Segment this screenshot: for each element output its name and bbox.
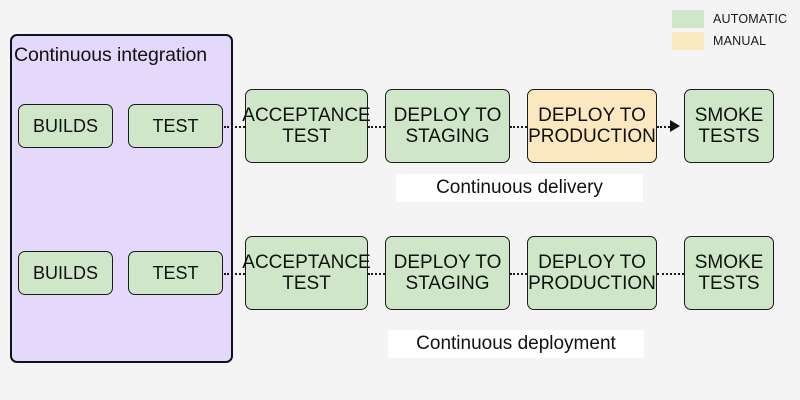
node-test-deployment[interactable]: TEST (128, 251, 223, 295)
node-label-line1: DEPLOY TO (393, 104, 502, 126)
node-label: DEPLOY TO STAGING (394, 105, 502, 148)
node-label-line2: TEST (282, 126, 331, 147)
node-deploy-to-staging-delivery[interactable]: DEPLOY TO STAGING (385, 89, 510, 163)
automatic-swatch (672, 10, 704, 28)
node-label-line2: PRODUCTION (528, 126, 656, 147)
connector-acceptance-to-staging-deployment (368, 273, 385, 275)
node-label-line2: STAGING (405, 273, 490, 294)
node-deploy-to-production-deployment[interactable]: DEPLOY TO PRODUCTION (527, 236, 657, 310)
manual-swatch (672, 32, 704, 50)
node-builds-delivery[interactable]: BUILDS (18, 104, 113, 148)
node-label-line1: DEPLOY TO (393, 251, 502, 273)
connector-production-to-smoke-delivery (657, 126, 670, 128)
node-label-line2: STAGING (405, 126, 490, 147)
node-label: TEST (152, 115, 199, 136)
node-label: BUILDS (32, 115, 99, 136)
node-label-line2: TESTS (698, 273, 760, 294)
node-label: DEPLOY TO PRODUCTION (528, 252, 656, 295)
connector-ci-to-acceptance-delivery (224, 126, 245, 128)
node-label-line2: TEST (282, 273, 331, 294)
connector-acceptance-to-staging-delivery (368, 126, 385, 128)
node-label: DEPLOY TO STAGING (394, 252, 502, 295)
node-label-line1: ACCEPTANCE (242, 251, 371, 273)
node-label: ACCEPTANCE TEST (242, 105, 370, 148)
node-acceptance-test-deployment[interactable]: ACCEPTANCE TEST (242, 236, 371, 310)
node-label-line2: TESTS (698, 126, 760, 147)
node-builds-deployment[interactable]: BUILDS (18, 251, 113, 295)
node-deploy-to-production-delivery[interactable]: DEPLOY TO PRODUCTION (527, 89, 657, 163)
node-label: ACCEPTANCE TEST (242, 252, 370, 295)
connector-staging-to-production-deployment (510, 273, 527, 275)
node-label: SMOKE TESTS (695, 252, 764, 295)
connector-production-to-smoke-deployment (657, 273, 684, 275)
band-label-continuous-delivery: Continuous delivery (396, 174, 643, 202)
node-label: BUILDS (32, 262, 99, 283)
arrow-head-icon (670, 120, 680, 132)
node-smoke-tests-delivery[interactable]: SMOKE TESTS (684, 89, 774, 163)
node-label: SMOKE TESTS (695, 105, 764, 148)
legend-label-automatic: AUTOMATIC (713, 12, 788, 26)
legend-label-manual: MANUAL (713, 34, 767, 48)
legend-item-manual: MANUAL (672, 30, 792, 52)
node-label-line2: PRODUCTION (528, 273, 656, 294)
continuous-integration-title: Continuous integration (14, 44, 207, 66)
legend-item-automatic: AUTOMATIC (672, 8, 792, 30)
connector-staging-to-production-delivery (510, 126, 527, 128)
node-test-delivery[interactable]: TEST (128, 104, 223, 148)
band-label-continuous-deployment: Continuous deployment (388, 330, 644, 358)
node-label-line1: SMOKE (694, 251, 764, 273)
node-label-line1: DEPLOY TO (538, 104, 646, 126)
node-smoke-tests-deployment[interactable]: SMOKE TESTS (684, 236, 774, 310)
node-label-line1: ACCEPTANCE (242, 104, 371, 126)
legend: AUTOMATIC MANUAL (672, 8, 792, 52)
node-label: TEST (152, 262, 199, 283)
node-deploy-to-staging-deployment[interactable]: DEPLOY TO STAGING (385, 236, 510, 310)
node-acceptance-test-delivery[interactable]: ACCEPTANCE TEST (242, 89, 371, 163)
node-label-line1: SMOKE (694, 104, 764, 126)
node-label-line1: DEPLOY TO (538, 251, 646, 273)
connector-ci-to-acceptance-deployment (224, 273, 245, 275)
continuous-integration-container (10, 34, 233, 363)
node-label: DEPLOY TO PRODUCTION (528, 105, 656, 148)
